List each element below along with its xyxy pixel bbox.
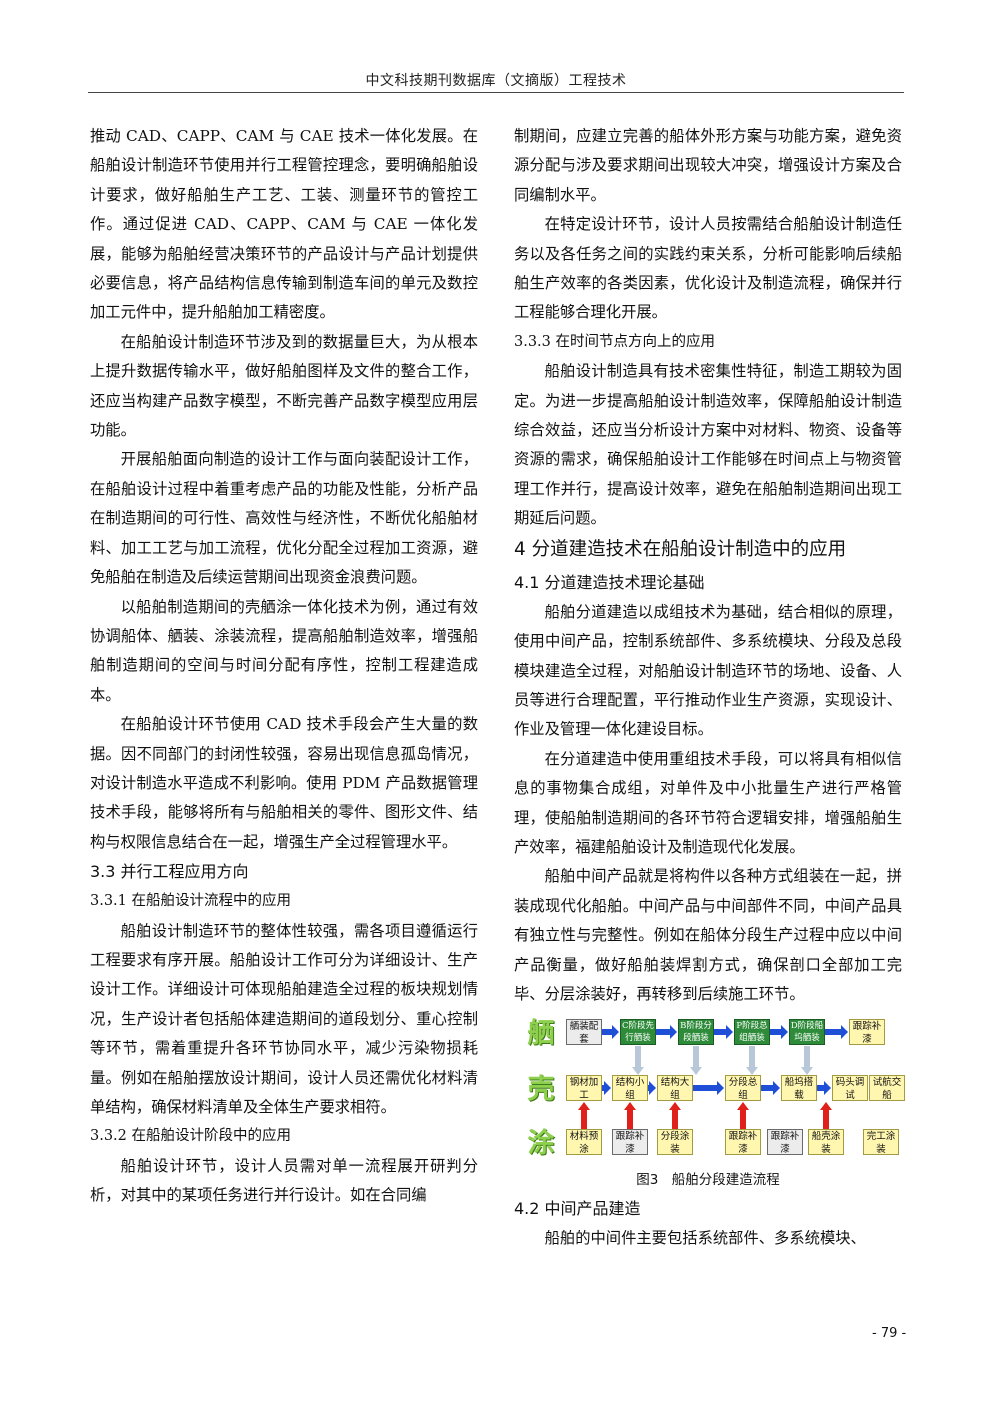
outfitting-stage-box: 舾装配套 <box>566 1019 602 1046</box>
paragraph: 在船舶设计制造环节涉及到的数据量巨大，为从根本上提升数据传输水平，做好船舶图样及… <box>90 332 478 440</box>
painting-to-hull-arrow-head <box>624 1102 636 1111</box>
hull-stage-box: 结构大组 <box>657 1075 693 1102</box>
outfitting-stage-box: P阶段总组舾装 <box>734 1019 770 1046</box>
painting-to-hull-arrow <box>740 1110 746 1130</box>
outfitting-to-hull-arrow <box>693 1046 699 1068</box>
outfitting-to-hull-arrow <box>749 1046 755 1068</box>
hull-flow-arrow <box>761 1085 774 1092</box>
painting-to-hull-arrow <box>581 1110 587 1130</box>
outfitting-to-hull-arrow <box>804 1046 810 1068</box>
outfitting-flow-arrow-head <box>612 1025 619 1040</box>
paragraph: 船舶设计环节，设计人员需对单一流程展开研判分析，对其中的某项任务进行并行设计。如… <box>90 1156 478 1205</box>
paragraph: 推动 CAD、CAPP、CAM 与 CAE 技术一体化发展。在船舶设计制造环节使… <box>90 127 478 322</box>
painting-stage-box: 分段涂装 <box>657 1129 693 1156</box>
painting-to-hull-arrow-head <box>737 1102 749 1111</box>
paragraph: 开展船舶面向制造的设计工作与面向装配设计工作，在船舶设计过程中着重考虑产品的功能… <box>90 450 478 587</box>
hull-stage-box: 试航交船 <box>869 1075 905 1102</box>
outfitting-stage-box: B阶段分段舾装 <box>678 1019 714 1046</box>
left-column: 推动 CAD、CAPP、CAM 与 CAE 技术一体化发展。在船舶设计制造环节使… <box>90 122 478 1211</box>
paragraph: 以船舶制造期间的壳舾涂一体化技术为例，通过有效协调船体、舾装、涂装流程，提高船舶… <box>90 597 478 704</box>
hull-flow-arrow-head <box>649 1081 656 1096</box>
painting-stage-box: 材料预涂 <box>566 1129 602 1156</box>
row-label-hull: 壳 <box>527 1074 555 1106</box>
painting-stage-box: 跟踪补漆 <box>767 1129 803 1156</box>
outfitting-to-hull-arrow-head <box>690 1067 702 1076</box>
painting-to-hull-arrow <box>823 1110 829 1130</box>
outfitting-flow-arrow-head <box>841 1025 848 1040</box>
hull-flow-arrow <box>817 1085 825 1092</box>
hull-flow-arrow-head <box>717 1081 724 1096</box>
hull-stage-box: 钢材加工 <box>566 1075 602 1102</box>
painting-to-hull-arrow-head <box>820 1102 832 1111</box>
outfitting-to-hull-arrow <box>635 1046 641 1068</box>
page-number: - 79 - <box>872 1326 907 1341</box>
painting-stage-box: 跟踪补漆 <box>612 1129 648 1156</box>
outfitting-stage-box: 跟踪补漆 <box>849 1019 885 1046</box>
outfitting-stage-box: D阶段船坞舾装 <box>789 1019 825 1046</box>
running-header: 中文科技期刊数据库（文摘版）工程技术 <box>365 73 627 89</box>
outfitting-flow-arrow <box>770 1029 782 1036</box>
hull-stage-box: 码头调试 <box>832 1075 868 1102</box>
hull-flow-arrow-head <box>604 1081 611 1096</box>
hull-flow-arrow-head <box>773 1081 780 1096</box>
section-heading-3-3-1: 3.3.1 在船舶设计流程中的应用 <box>90 893 292 910</box>
outfitting-to-hull-arrow-head <box>632 1067 644 1076</box>
painting-to-hull-arrow <box>672 1110 678 1130</box>
paragraph: 制期间，应建立完善的船体外形方案与功能方案，避免资源分配与涉及要求期间出现较大冲… <box>514 127 902 204</box>
hull-flow-arrow-head <box>824 1081 831 1096</box>
section-heading-4: 4 分道建造技术在船舶设计制造中的应用 <box>514 538 847 560</box>
painting-to-hull-arrow-head <box>669 1102 681 1111</box>
painting-to-hull-arrow-head <box>578 1102 590 1111</box>
hull-stage-box: 船坞搭载 <box>781 1075 817 1102</box>
section-heading-3-3-3: 3.3.3 在时间节点方向上的应用 <box>514 333 716 350</box>
painting-to-hull-arrow <box>627 1110 633 1130</box>
outfitting-flow-arrow-head <box>670 1025 677 1040</box>
outfitting-flow-arrow <box>825 1029 842 1036</box>
paragraph: 在船舶设计环节使用 CAD 技术手段会产生大量的数据。因不同部门的封闭性较强，容… <box>90 715 478 851</box>
painting-stage-box: 船壳涂装 <box>808 1129 844 1156</box>
outfitting-flow-arrow <box>714 1029 727 1036</box>
outfitting-to-hull-arrow-head <box>746 1067 758 1076</box>
header-rule <box>88 92 904 93</box>
paragraph: 船舶的中间件主要包括系统部件、多系统模块、 <box>544 1229 866 1248</box>
paragraph: 船舶分道建造以成组技术为基础，结合相似的原理，使用中间产品，控制系统部件、多系统… <box>514 602 902 739</box>
section-heading-4-2: 4.2 中间产品建造 <box>514 1199 641 1219</box>
hull-flow-arrow <box>602 1085 605 1092</box>
painting-stage-box: 跟踪补漆 <box>725 1129 761 1156</box>
paragraph: 船舶中间产品就是将构件以各种方式组装在一起，拼装成现代化船舶。中间产品与中间部件… <box>514 867 902 1003</box>
outfitting-flow-arrow <box>656 1029 671 1036</box>
row-label-outfitting: 舾 <box>527 1018 555 1050</box>
figure-caption: 图3 船舶分段建造流程 <box>636 1172 780 1189</box>
section-heading-3-3: 3.3 并行工程应用方向 <box>90 862 249 882</box>
row-label-painting: 涂 <box>527 1128 555 1160</box>
outfitting-to-hull-arrow-head <box>801 1067 813 1076</box>
outfitting-flow-arrow-head <box>781 1025 788 1040</box>
outfitting-flow-arrow <box>602 1029 613 1036</box>
outfitting-flow-arrow-head <box>726 1025 733 1040</box>
section-heading-3-3-2: 3.3.2 在船舶设计阶段中的应用 <box>90 1128 292 1145</box>
outfitting-stage-box: C阶段先行舾装 <box>620 1019 656 1046</box>
hull-flow-arrow <box>693 1085 718 1092</box>
hull-stage-box: 结构小组 <box>612 1075 648 1102</box>
paragraph: 在分道建造中使用重组技术手段，可以将具有相似信息的事物集合成组，对单件及中小批量… <box>514 749 902 856</box>
paragraph: 船舶设计制造具有技术密集性特征，制造工期较为固定。为进一步提高船舶设计制造效率，… <box>514 362 902 528</box>
paragraph: 船舶设计制造环节的整体性较强，需各项目遵循运行工程要求有序开展。船舶设计工作可分… <box>90 921 478 1116</box>
section-heading-4-1: 4.1 分道建造技术理论基础 <box>514 572 705 592</box>
paragraph: 在特定设计环节，设计人员按需结合船舶设计制造任务以及各任务之间的实践约束关系，分… <box>514 215 902 322</box>
right-column: 制期间，应建立完善的船体外形方案与功能方案，避免资源分配与涉及要求期间出现较大冲… <box>514 122 905 1254</box>
painting-stage-box: 完工涂装 <box>863 1129 899 1156</box>
hull-stage-box: 分段总组 <box>725 1075 761 1102</box>
